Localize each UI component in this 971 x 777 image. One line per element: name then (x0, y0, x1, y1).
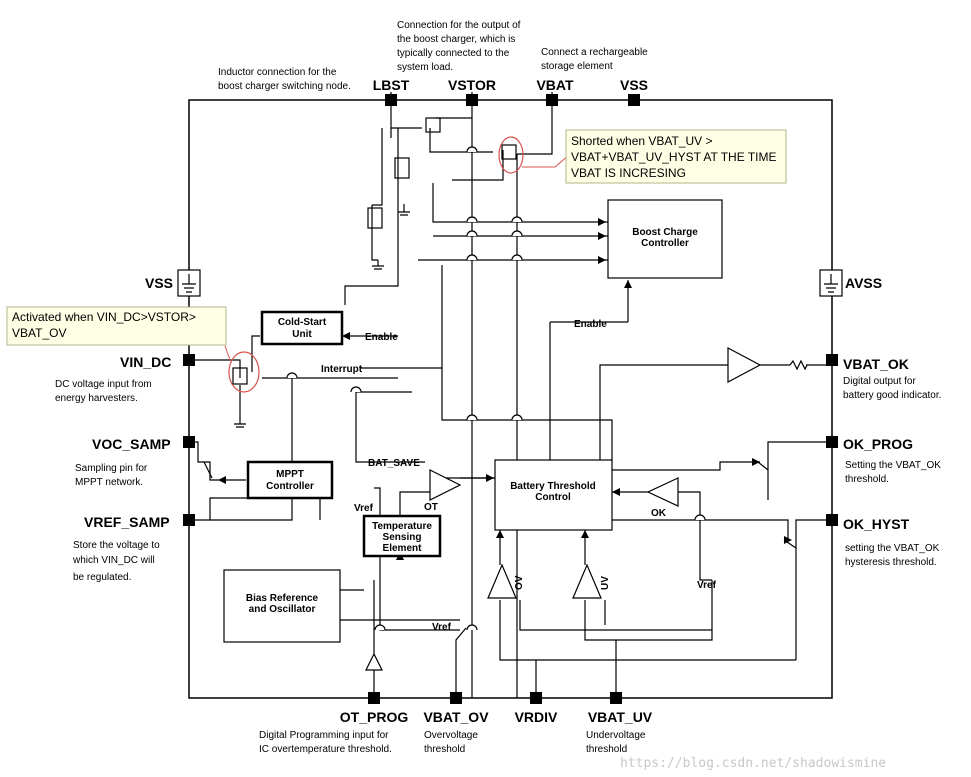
desc-vstor-1: Connection for the output of (397, 20, 521, 31)
pin-vbat: VBAT (536, 77, 574, 93)
ov-comparator (487, 563, 517, 599)
desc-vbat-uv-1: Undervoltage (586, 730, 646, 741)
uv-comparator (572, 563, 602, 599)
callout-vin-dc-1: Activated when VIN_DC>VSTOR> (12, 310, 196, 324)
temp-label-3: Element (383, 543, 423, 554)
highlight-circles (228, 136, 524, 393)
desc-vbat-uv-2: threshold (586, 744, 627, 755)
pin-vbat-ov: VBAT_OV (423, 709, 489, 725)
block-temperature-sensing-element: Temperature Sensing Element (362, 514, 442, 558)
signal-uv: UV (600, 576, 611, 590)
desc-lbst-2: boost charger switching node. (218, 81, 351, 92)
pin-voc-samp: VOC_SAMP (92, 436, 171, 452)
desc-vin-dc-2: energy harvesters. (55, 393, 138, 404)
desc-vstor-2: the boost charger, which is (397, 34, 515, 45)
ot-prog-buffer (365, 652, 383, 671)
signal-ok: OK (651, 508, 667, 519)
desc-vbat-1: Connect a rechargeable (541, 47, 648, 58)
pin-ot-prog: OT_PROG (340, 709, 409, 725)
desc-ok-hyst-2: hysteresis threshold. (845, 557, 937, 568)
desc-vref-samp-2: which VIN_DC will (72, 555, 155, 566)
desc-vstor-3: typically connected to the (397, 48, 510, 59)
comparators (365, 469, 679, 671)
callout-vin-dc-2: VBAT_OV (12, 326, 66, 340)
desc-vbat-2: storage element (541, 61, 613, 72)
signal-bat-save: BAT_SAVE (368, 458, 420, 469)
transistor-symbols (232, 117, 517, 385)
ground-symbols (177, 204, 843, 428)
bias-label-1: Bias Reference (246, 593, 319, 604)
desc-ok-hyst-1: setting the VBAT_OK (845, 543, 940, 554)
desc-vref-samp-3: be regulated. (73, 572, 131, 583)
block-battery-threshold-control: Battery Threshold Control (494, 459, 613, 531)
watermark: https://blog.csdn.net/shadowismine (620, 756, 886, 771)
pin-vref-samp: VREF_SAMP (84, 514, 170, 530)
desc-vbat-ok-1: Digital output for (843, 376, 916, 387)
temp-label-2: Sensing (383, 532, 422, 543)
desc-vin-dc-1: DC voltage input from (55, 379, 152, 390)
pin-vin-dc: VIN_DC (120, 354, 171, 370)
signal-ov: OV (514, 575, 525, 590)
callout-vbat-uv: Shorted when VBAT_UV > VBAT+VBAT_UV_HYST… (565, 129, 787, 184)
signal-vref-left: Vref (354, 503, 374, 514)
pin-vss-top: VSS (620, 77, 648, 93)
signal-vref-right: Vref (697, 580, 717, 591)
pin-vss-left: VSS (145, 275, 173, 291)
mppt-label-1: MPPT (276, 469, 304, 480)
pin-vbat-uv: VBAT_UV (588, 709, 653, 725)
desc-ok-prog-1: Setting the VBAT_OK (845, 460, 941, 471)
boost-label-2: Controller (641, 238, 689, 249)
bias-label-2: and Oscillator (249, 604, 316, 615)
desc-vbat-ov-2: threshold (424, 744, 465, 755)
ot-comparator (429, 469, 462, 501)
ok-comparator (646, 477, 679, 507)
block-mppt-controller: MPPT Controller (246, 460, 334, 500)
desc-vstor-4: system load. (397, 62, 453, 73)
callout-vbat-uv-3: VBAT IS INCRESING (571, 166, 686, 180)
callout-vbat-uv-1: Shorted when VBAT_UV > (571, 134, 713, 148)
crossing-humps (286, 146, 706, 631)
signal-vref-bottom: Vref (432, 622, 452, 633)
mppt-label-2: Controller (266, 481, 314, 492)
callout-vbat-uv-2: VBAT+VBAT_UV_HYST AT THE TIME (571, 150, 777, 164)
ic-outline (188, 99, 833, 699)
desc-voc-samp-2: MPPT network. (75, 477, 143, 488)
cold-label-2: Unit (292, 329, 312, 340)
pin-ok-prog: OK_PROG (843, 436, 913, 452)
cold-label-1: Cold-Start (278, 317, 327, 328)
callout-vin-dc: Activated when VIN_DC>VSTOR> VBAT_OV (6, 306, 227, 346)
callout-leaders (224, 155, 569, 361)
pin-pads (183, 94, 838, 704)
batt-label-1: Battery Threshold (510, 481, 596, 492)
pin-lbst: LBST (373, 77, 410, 93)
desc-vbat-ok-2: battery good indicator. (843, 390, 941, 401)
vbat-ok-buffer (727, 347, 808, 383)
switches (203, 461, 797, 549)
signal-enable-boost: Enable (574, 319, 607, 330)
desc-vref-samp-1: Store the voltage to (73, 540, 160, 551)
pin-ok-hyst: OK_HYST (843, 516, 910, 532)
pin-avss: AVSS (845, 275, 882, 291)
signal-ot: OT (424, 502, 438, 513)
pin-vbat-ok: VBAT_OK (843, 356, 909, 372)
batt-label-2: Control (535, 492, 571, 503)
signal-enable-cold: Enable (365, 332, 398, 343)
block-boost-charge-controller: Boost Charge Controller (607, 199, 723, 279)
desc-ot-prog-2: IC overtemperature threshold. (259, 744, 392, 755)
desc-ok-prog-2: threshold. (845, 474, 889, 485)
block-bias-reference-oscillator: Bias Reference and Oscillator (223, 569, 341, 643)
desc-ot-prog-1: Digital Programming input for (259, 730, 389, 741)
wiring (182, 92, 840, 698)
pin-vrdiv: VRDIV (515, 709, 558, 725)
pin-vstor: VSTOR (448, 77, 496, 93)
desc-lbst-1: Inductor connection for the (218, 67, 337, 78)
signal-interrupt: Interrupt (321, 364, 363, 375)
block-cold-start-unit: Cold-Start Unit (260, 310, 344, 346)
desc-voc-samp-1: Sampling pin for (75, 463, 148, 474)
boost-label-1: Boost Charge (632, 227, 698, 238)
desc-vbat-ov-1: Overvoltage (424, 730, 478, 741)
temp-label-1: Temperature (372, 521, 432, 532)
